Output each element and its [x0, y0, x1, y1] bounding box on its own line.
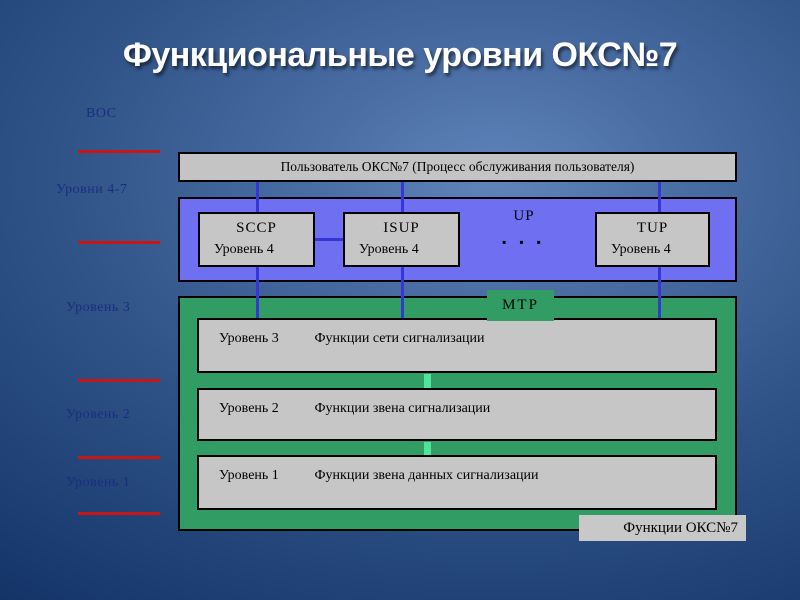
rail-label-level-2: Уровень 2: [66, 407, 131, 422]
rail-label-vos: ВОС: [86, 106, 117, 121]
sccp-title: SCCP: [236, 220, 277, 236]
isup-level: Уровень 4: [359, 242, 419, 257]
mtp-level1-box: Уровень 1 Функции звена данных сигнализа…: [197, 455, 717, 510]
mint-connector-dash: [424, 374, 431, 388]
separator-line: [78, 241, 160, 244]
mtp-level2-title: Уровень 2: [219, 401, 279, 416]
isup-box: ISUP Уровень 4: [343, 212, 460, 267]
mtp-level3-box: Уровень 3 Функции сети сигнализации: [197, 318, 717, 373]
mtp-level1-title: Уровень 1: [219, 468, 279, 483]
separator-line: [78, 512, 160, 515]
mtp-label: МТР: [487, 290, 554, 321]
up-group: UP ▪ ▪ ▪: [489, 208, 559, 250]
separator-line: [78, 456, 160, 459]
mtp-level3-description: Функции сети сигнализации: [314, 331, 485, 346]
footer-label: Функции ОКС№7: [579, 515, 746, 541]
sccp-box: SCCP Уровень 4: [198, 212, 315, 267]
sccp-level: Уровень 4: [214, 242, 274, 257]
mtp-level3-title: Уровень 3: [219, 331, 279, 346]
mtp-level2-description: Функции звена сигнализации: [314, 401, 491, 416]
up-label: UP: [513, 208, 535, 224]
ellipsis-icon: ▪ ▪ ▪: [502, 235, 546, 249]
rail-label-level-1: Уровень 1: [66, 475, 131, 490]
mtp-level2-box: Уровень 2 Функции звена сигнализации: [197, 388, 717, 441]
user-box: Пользователь ОКС№7 (Процесс обслуживания…: [178, 152, 737, 182]
rail-label-level-3: Уровень 3: [66, 300, 131, 315]
separator-line: [78, 150, 160, 153]
mtp-level1-description: Функции звена данных сигнализации: [314, 468, 539, 483]
connector-line-sccp-isup: [315, 238, 343, 241]
mint-connector-dash: [424, 442, 431, 455]
isup-title: ISUP: [383, 220, 420, 236]
rail-label-levels-4-7: Уровни 4-7: [56, 182, 128, 197]
slide-title: Функциональные уровни ОКС№7: [122, 36, 678, 74]
tup-box: TUP Уровень 4: [595, 212, 710, 267]
separator-line: [78, 379, 160, 382]
tup-title: TUP: [636, 220, 669, 236]
tup-level: Уровень 4: [611, 242, 671, 257]
